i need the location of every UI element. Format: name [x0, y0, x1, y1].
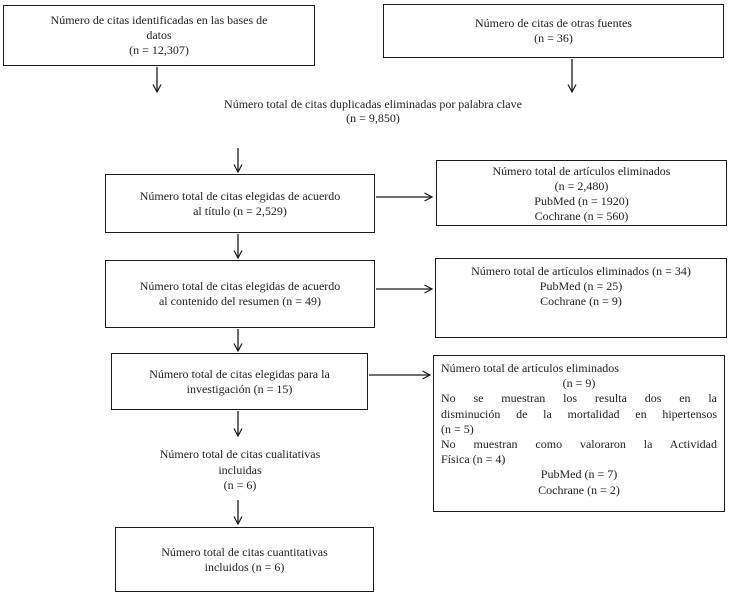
removed-research-reason1-line1: No se muestran los resulta dos en la — [441, 391, 717, 406]
node-other-sources-text: Número de citas de otras fuentes (n = 36… — [475, 16, 632, 45]
node-removed-by-title: Número total de artículos eliminados (n … — [436, 160, 727, 226]
removed-research-cochrane: Cochrane (n = 2) — [538, 482, 620, 497]
node-selected-by-title: Número total de citas elegidas de acuerd… — [105, 174, 375, 233]
node-selected-by-title-text: Número total de citas elegidas de acuerd… — [139, 188, 341, 218]
removed-research-reason2-line2: Física (n = 4) — [441, 452, 506, 467]
node-removed-by-title-text: Número total de artículos eliminados (n … — [492, 164, 671, 223]
node-selected-by-abstract: Número total de citas elegidas de acuerd… — [105, 260, 375, 328]
node-quantitative-included-text: Número total de citas cuantitativas incl… — [161, 544, 328, 574]
node-other-sources: Número de citas de otras fuentes (n = 36… — [383, 4, 724, 58]
label-qualitative-included: Número total de citas cualitativas inclu… — [159, 447, 321, 492]
node-citations-identified: Número de citas identificadas en las bas… — [3, 5, 315, 66]
node-selected-by-abstract-text: Número total de citas elegidas de acuerd… — [139, 279, 341, 308]
removed-research-pubmed: PubMed (n = 7) — [540, 467, 618, 482]
node-citations-identified-text: Número de citas identificadas en las bas… — [50, 13, 268, 57]
node-removed-by-abstract-text: Número total de artículos eliminados (n … — [471, 264, 691, 308]
node-quantitative-included: Número total de citas cuantitativas incl… — [115, 527, 374, 592]
node-selected-for-research-text: Número total de citas elegidas para la i… — [149, 366, 330, 396]
removed-research-reason2-line1: No muestran como valoraron la Actividad — [441, 437, 717, 452]
node-removed-research: Número total de artículos eliminados (n … — [433, 355, 725, 512]
removed-research-reason1-line2: disminución de la mortalidad en hiperten… — [441, 406, 717, 421]
node-removed-by-abstract: Número total de artículos eliminados (n … — [435, 258, 727, 338]
label-duplicates-removed: Número total de citas duplicadas elimina… — [224, 97, 522, 125]
node-selected-for-research: Número total de citas elegidas para la i… — [111, 353, 368, 410]
removed-research-count: (n = 9) — [562, 376, 596, 391]
removed-research-title: Número total de artículos eliminados — [441, 361, 619, 375]
removed-research-reason1-count: (n = 5) — [441, 421, 474, 436]
